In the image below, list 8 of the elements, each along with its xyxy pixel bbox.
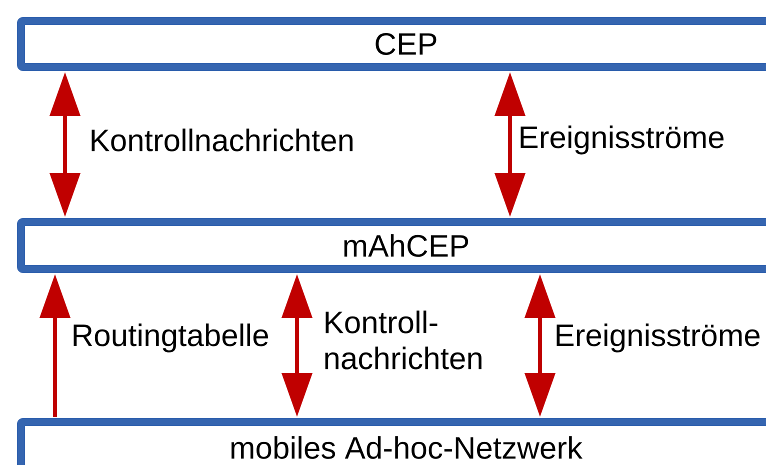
edge-label: Kontroll- nachrichten: [325, 310, 482, 370]
edge-label: Ereignisströme: [556, 324, 760, 352]
edge-label: Ereignisströme: [520, 126, 724, 154]
layer-box: mobiles Ad-hoc-Netzwerk: [17, 418, 766, 465]
edge-label: Kontrollnachrichten: [92, 128, 353, 152]
layer-box: mAhCEP: [17, 218, 766, 273]
layer-box: CEP: [17, 17, 766, 71]
edge-label: Routingtabelle: [74, 324, 268, 352]
